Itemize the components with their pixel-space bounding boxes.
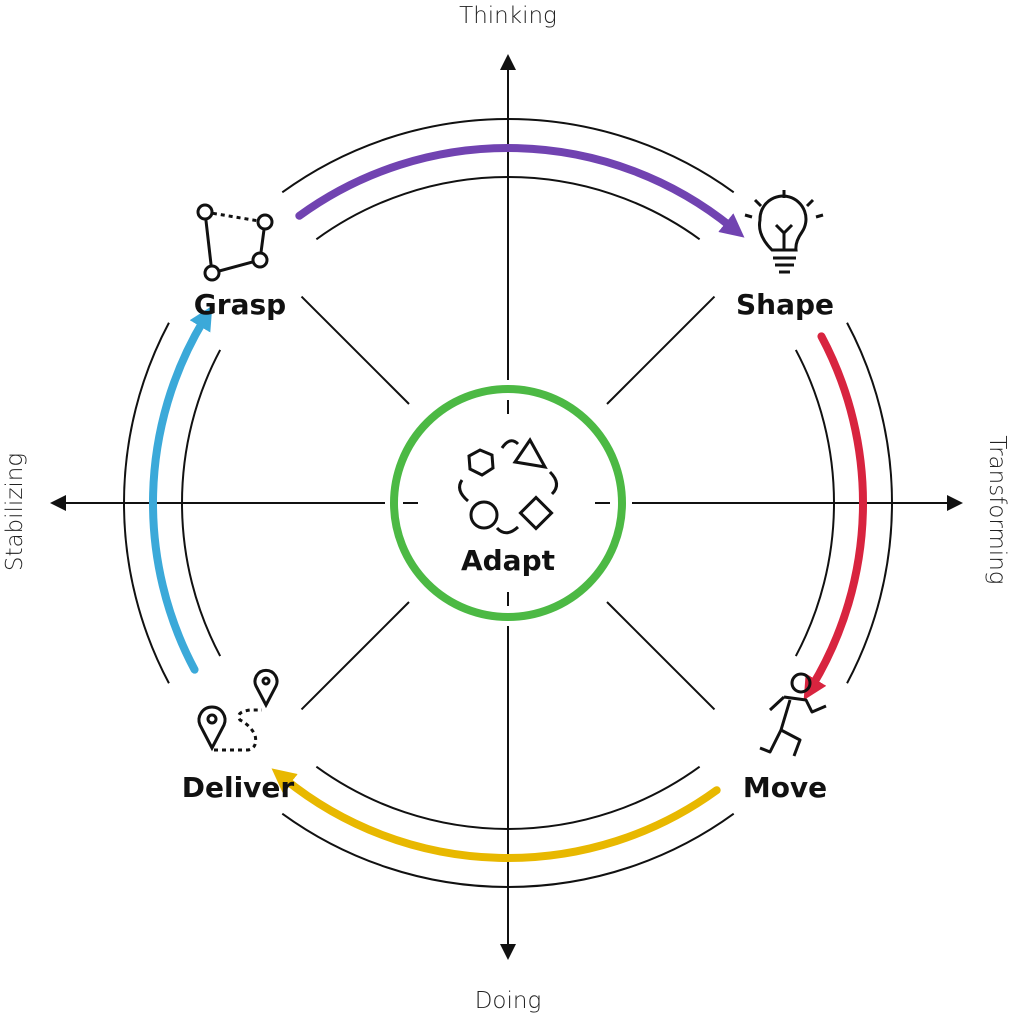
outer-arc <box>846 322 893 684</box>
inner-arc <box>794 349 835 657</box>
diagonal-line <box>300 295 410 405</box>
inner-arc <box>181 349 222 657</box>
diagonal-line <box>300 601 410 711</box>
adapt-ring <box>390 385 626 621</box>
shape-to-move-arrow <box>803 332 867 701</box>
lightbulb-icon <box>744 190 824 274</box>
outer-arc <box>123 322 170 684</box>
diagonal-line <box>606 601 716 711</box>
grasp-to-shape-arrow <box>295 144 745 238</box>
diagonal-lines <box>300 295 716 711</box>
stage-label-adapt: Adapt <box>461 544 555 577</box>
running-person-icon <box>759 672 827 757</box>
axis-label-transforming: Transforming <box>984 435 1010 584</box>
outer-arc <box>281 812 735 889</box>
cycle-arcs <box>123 117 893 889</box>
inner-arc <box>315 765 701 831</box>
stage-label-move: Move <box>743 771 827 804</box>
stage-label-deliver: Deliver <box>182 771 295 804</box>
route-pins-icon <box>197 668 279 752</box>
inner-arc <box>315 175 701 241</box>
grasp-polygon-icon <box>196 203 274 282</box>
diagonal-line <box>606 295 716 405</box>
axes <box>50 54 963 960</box>
axis-label-stabilizing: Stabilizing <box>2 453 28 571</box>
move-to-deliver-arrow <box>271 768 721 862</box>
adapt-shapes-icon <box>458 437 558 535</box>
outer-arc <box>281 117 735 194</box>
stage-label-shape: Shape <box>736 288 834 321</box>
stage-label-grasp: Grasp <box>194 288 286 321</box>
axis-label-doing: Doing <box>475 988 542 1014</box>
deliver-to-grasp-arrow <box>149 305 213 674</box>
axis-label-thinking: Thinking <box>459 3 557 29</box>
